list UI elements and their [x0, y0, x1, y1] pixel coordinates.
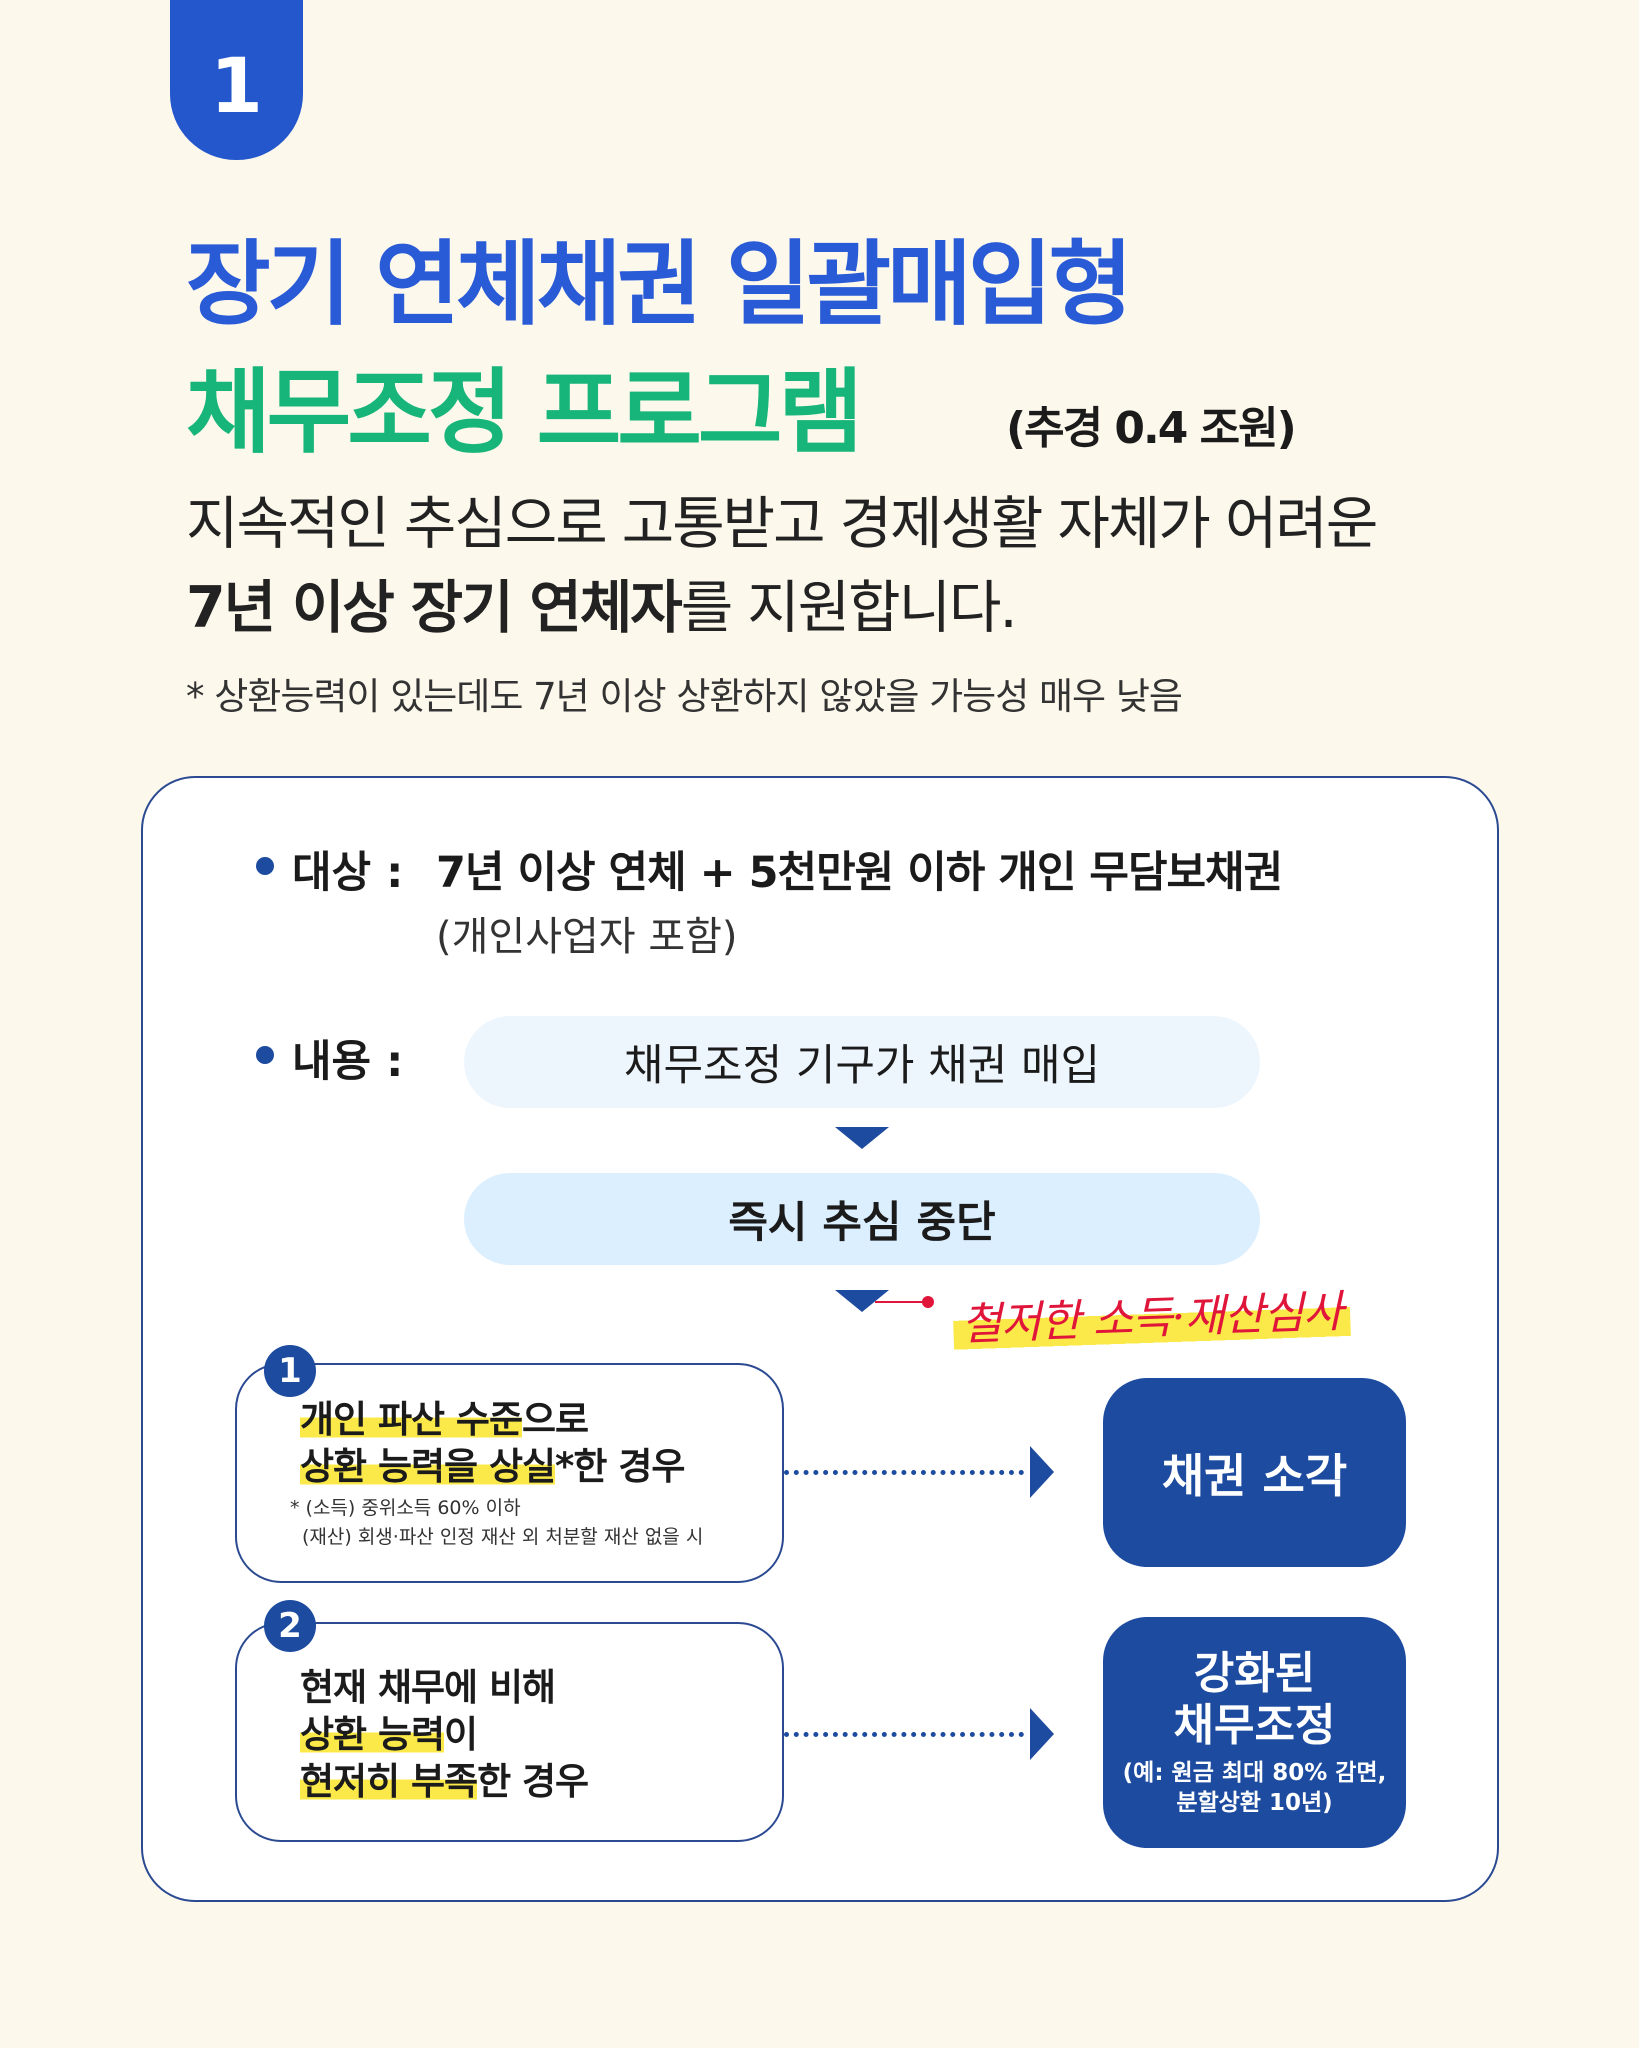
down-arrow-icon [835, 1290, 889, 1312]
result-enhanced-adjustment: 강화된 채무조정 (예: 원금 최대 80% 감면, 분할상환 10년) [1103, 1617, 1406, 1848]
target-sub: (개인사업자 포함) [436, 914, 738, 960]
connector-line [875, 1301, 925, 1303]
footnote: * 상환능력이 있는데도 7년 이상 상환하지 않았을 가능성 매우 낮음 [186, 675, 1183, 718]
section-number-badge: 1 [170, 0, 303, 160]
right-arrow-icon [1030, 1446, 1054, 1498]
case-2-box [235, 1622, 784, 1842]
bullet-icon [256, 1046, 274, 1064]
content-label: 내용 : [292, 1037, 404, 1087]
budget-label: (추경 0.4 조원) [1006, 403, 1297, 454]
intro-emphasis: 7년 이상 장기 연체자 [186, 575, 683, 641]
highlight: 개인 파산 수준 [300, 1398, 523, 1441]
title-line-1: 장기 연체채권 일괄매입형 [186, 231, 1133, 338]
case-2-number: 2 [264, 1600, 316, 1652]
target-value: 7년 이상 연체 + 5천만원 이하 개인 무담보채권 [436, 848, 1283, 898]
intro-line-1: 지속적인 추심으로 고통받고 경제생활 자체가 어려운 [186, 491, 1378, 557]
target-label: 대상 : [292, 848, 404, 898]
case-1-footnote: * (소득) 중위소득 60% 이하 (재산) 회생·파산 인정 재산 외 처분… [290, 1497, 704, 1548]
result-bond-cancel: 채권 소각 [1103, 1378, 1406, 1567]
intro-text: 지속적인 추심으로 고통받고 경제생활 자체가 어려운 7년 이상 장기 연체자… [186, 482, 1378, 650]
title-line-2: 채무조정 프로그램 [186, 359, 863, 466]
case-1-number: 1 [264, 1345, 316, 1397]
step-bond-purchase: 채무조정 기구가 채권 매입 [464, 1016, 1260, 1108]
step-stop-collection: 즉시 추심 중단 [464, 1173, 1260, 1265]
down-arrow-icon [835, 1127, 889, 1149]
dotted-arrow-line [784, 1470, 1024, 1475]
highlight: 상환 능력 [300, 1713, 445, 1756]
highlight: 상환 능력을 상실 [300, 1445, 556, 1488]
case-2-text: 현재 채무에 비해 상환 능력이 현저히 부족한 경우 [300, 1666, 589, 1803]
case-1-text: 개인 파산 수준으로 상환 능력을 상실*한 경우 [300, 1398, 685, 1488]
connector-dot [922, 1296, 934, 1308]
highlight: 현저히 부족 [300, 1760, 478, 1803]
dotted-arrow-line [784, 1732, 1024, 1737]
bullet-icon [256, 857, 274, 875]
intro-line-2: 7년 이상 장기 연체자를 지원합니다. [186, 566, 1376, 650]
right-arrow-icon [1030, 1708, 1054, 1760]
intro-rest: 를 지원합니다. [680, 575, 1018, 641]
